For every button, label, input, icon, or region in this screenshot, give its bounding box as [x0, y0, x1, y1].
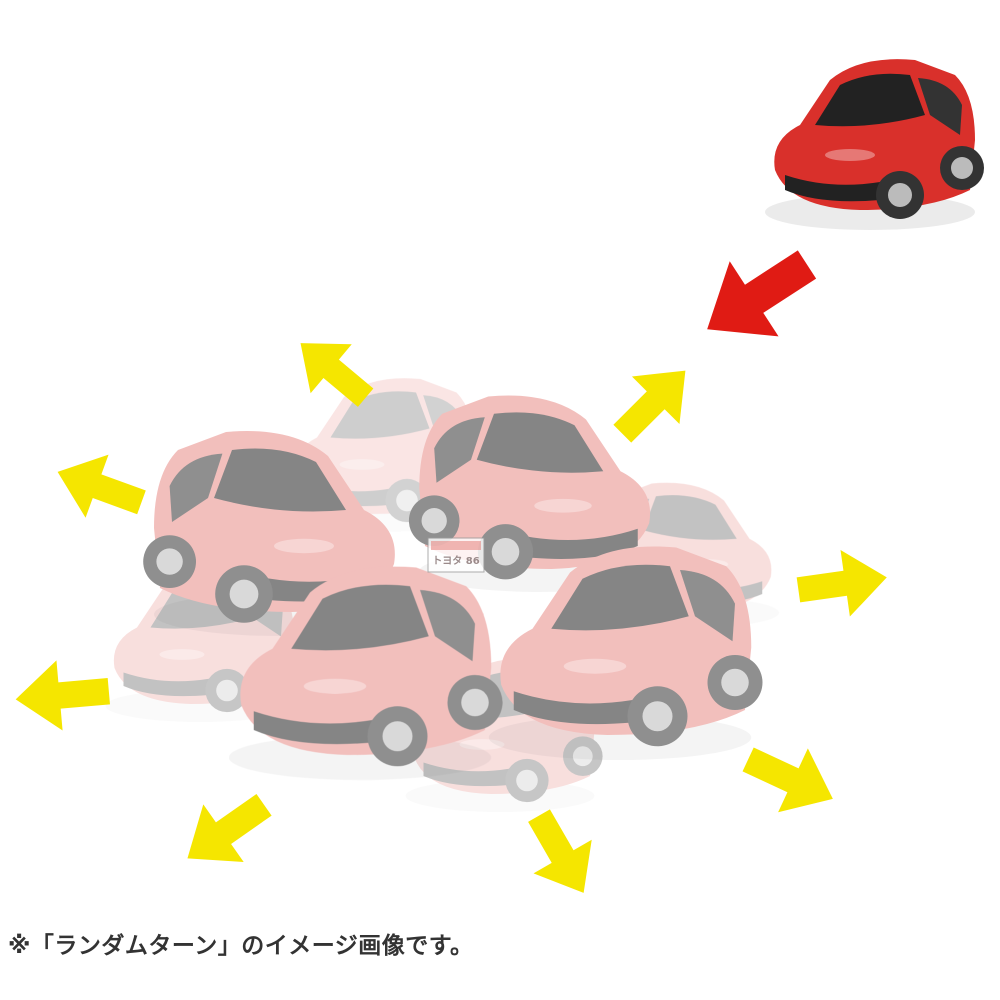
- arrow-left-icon: [12, 656, 112, 735]
- arrow-down-left-icon: [167, 775, 285, 888]
- arrow-right-icon: [793, 544, 892, 624]
- arrow-left-icon: [46, 440, 153, 534]
- caption-note: ※「ランダムターン」のイメージ画像です。: [8, 933, 474, 959]
- plate-text: トヨタ 86: [432, 555, 479, 567]
- plate-header: [431, 541, 481, 550]
- main-car: [765, 59, 984, 230]
- arrow-down-right-icon: [733, 727, 848, 831]
- red-arrow-icon: [682, 226, 832, 367]
- arrow-up-right-icon: [598, 346, 710, 458]
- plate: トヨタ 86: [427, 537, 485, 573]
- ghost-cars: [105, 378, 780, 812]
- arrow-down-icon: [509, 798, 613, 910]
